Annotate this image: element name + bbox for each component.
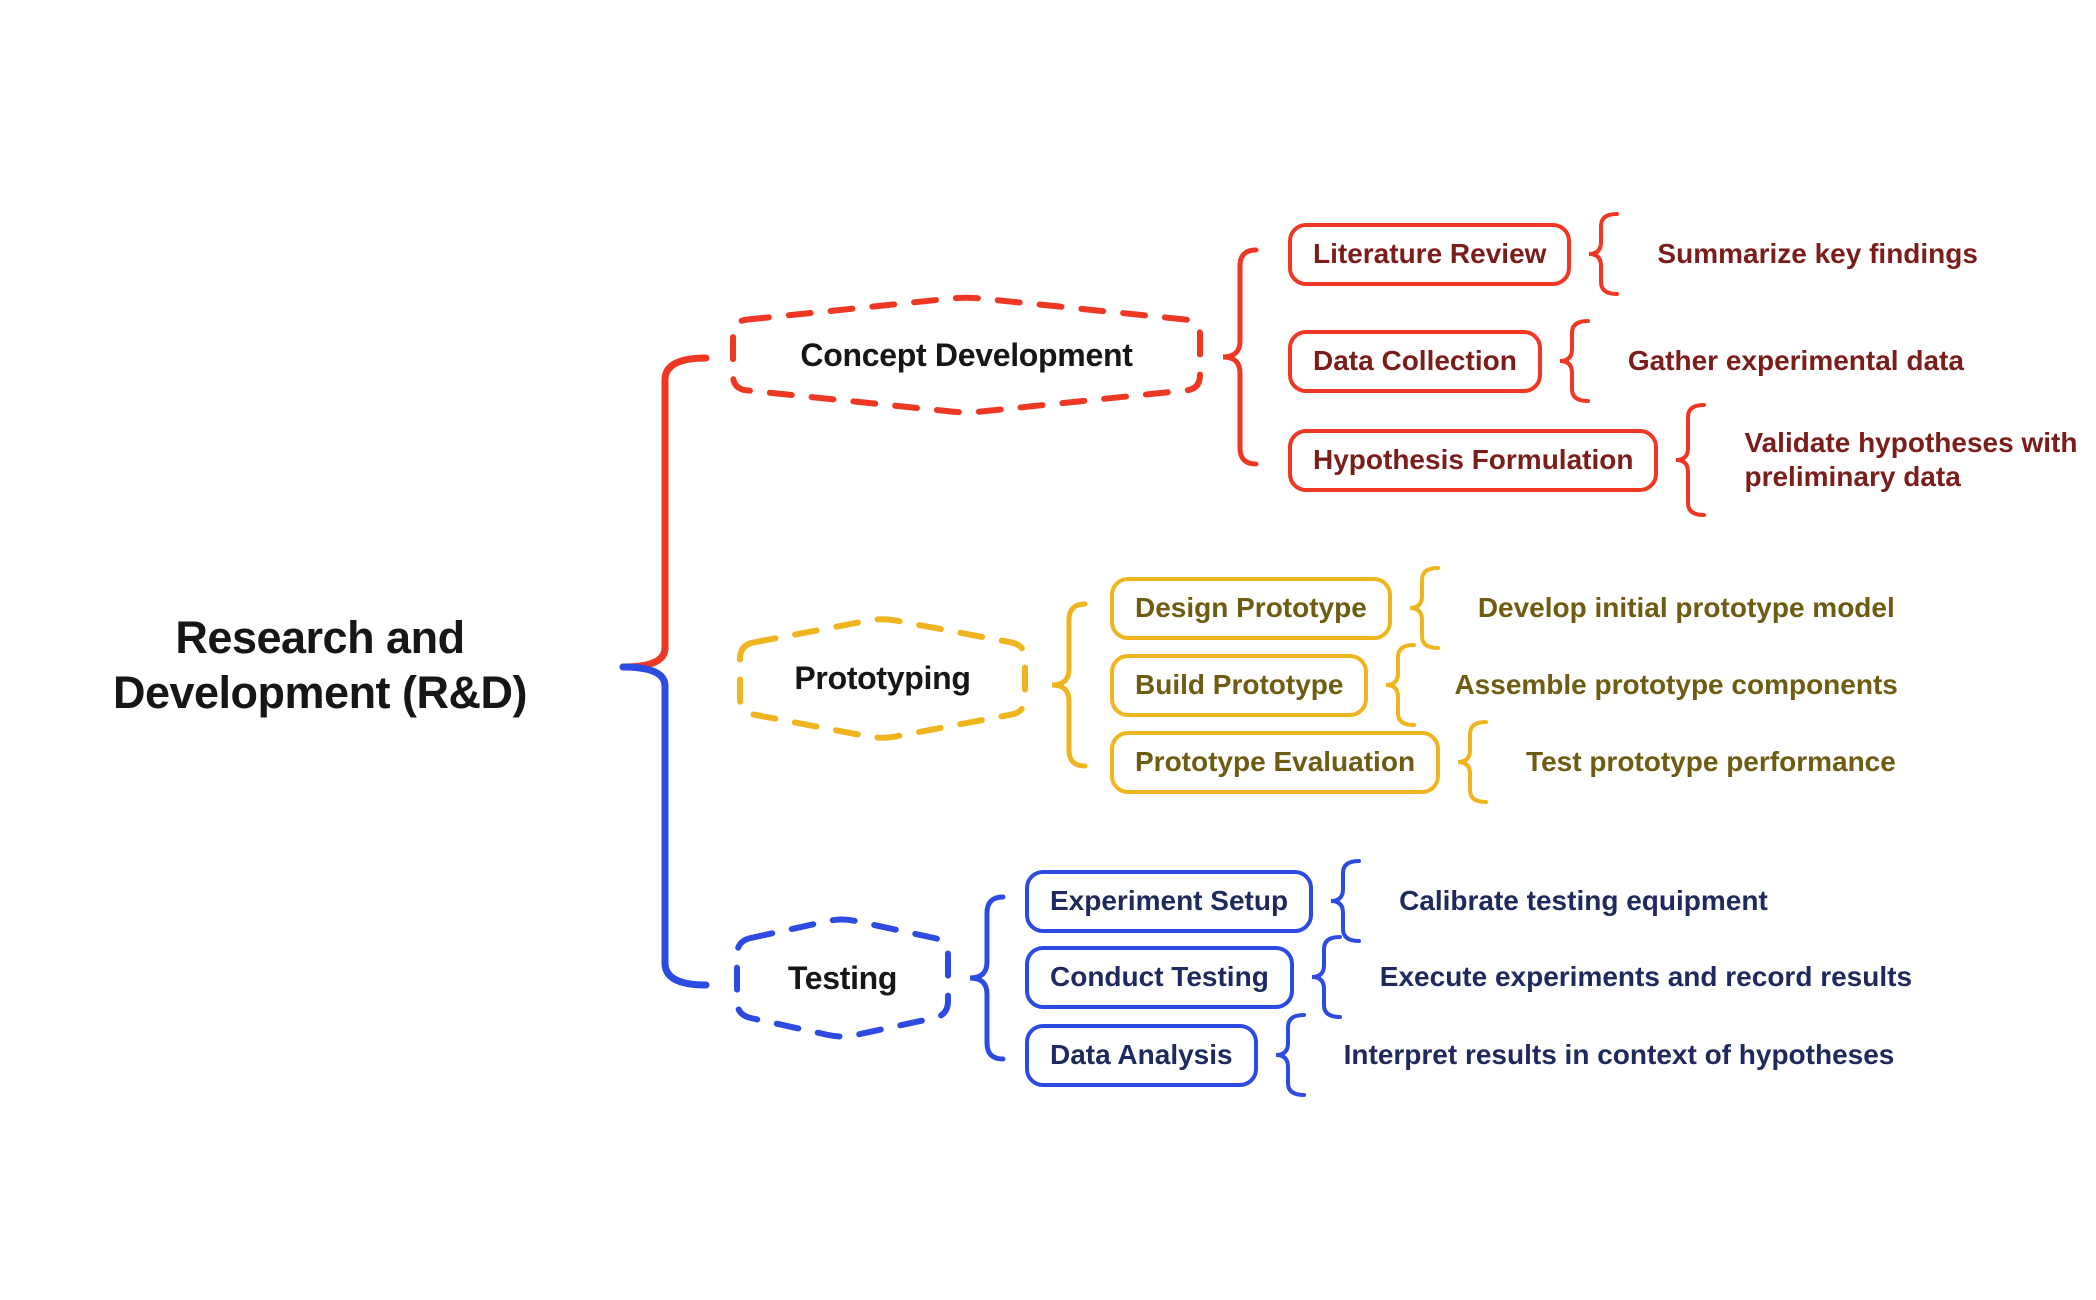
branch-brace-testing [969, 894, 1006, 1062]
branch-node-prototyping: Prototyping [794, 660, 971, 696]
child-node-hypothesis-formulation: Hypothesis Formulation [1288, 428, 1659, 492]
child-node-label: Prototype Evaluation [1135, 746, 1416, 777]
child-description: Summarize key findings [1657, 238, 1978, 269]
child-node-build-prototype: Build Prototype [1110, 653, 1369, 717]
child-node-label: Build Prototype [1135, 669, 1344, 700]
root-node: Research and Development (R&D) [112, 612, 528, 718]
child-row-design-prototype: Design Prototype Develop initial prototy… [1110, 564, 1895, 652]
brace-icon [1409, 566, 1440, 650]
child-row-data-collection: Data Collection Gather experimental data [1288, 317, 1964, 405]
brace-icon [1589, 212, 1620, 296]
child-row-literature-review: Literature Review Summarize key findings [1288, 210, 1978, 298]
child-node-label: Design Prototype [1135, 592, 1367, 623]
child-node-data-analysis: Data Analysis [1025, 1023, 1258, 1087]
child-description: Calibrate testing equipment [1399, 885, 1768, 916]
brace-icon [1275, 1013, 1306, 1097]
child-description: Interpret results in context of hypothes… [1343, 1039, 1895, 1070]
child-node-label: Experiment Setup [1050, 885, 1289, 916]
child-node-experiment-setup: Experiment Setup [1025, 869, 1314, 933]
brace-icon [1330, 859, 1362, 943]
child-description: Validate hypotheses with preliminary dat… [1744, 427, 2078, 492]
child-node-conduct-testing: Conduct Testing [1025, 945, 1294, 1009]
child-row-conduct-testing: Conduct Testing Execute experiments and … [1025, 933, 1912, 1021]
child-node-label: Conduct Testing [1050, 961, 1269, 992]
child-row-build-prototype: Build Prototype Assemble prototype compo… [1110, 641, 1898, 729]
child-node-label: Data Collection [1313, 345, 1517, 376]
child-description: Test prototype performance [1526, 746, 1896, 777]
brace-icon [1311, 935, 1342, 1019]
child-description: Assemble prototype components [1454, 669, 1898, 700]
brace-icon [1457, 720, 1489, 804]
child-node-literature-review: Literature Review [1288, 222, 1572, 286]
brace-icon [1559, 319, 1590, 403]
child-node-design-prototype: Design Prototype [1110, 576, 1392, 640]
brace-icon [1676, 403, 1707, 517]
child-node-data-collection: Data Collection [1288, 329, 1542, 393]
branch-brace-concept-development [1222, 247, 1259, 467]
branch-brace-prototyping [1051, 601, 1088, 769]
child-description: Execute experiments and record results [1379, 961, 1913, 992]
child-row-experiment-setup: Experiment Setup Calibrate testing equip… [1025, 857, 1768, 945]
child-node-label: Hypothesis Formulation [1313, 444, 1634, 475]
child-node-prototype-evaluation: Prototype Evaluation [1110, 730, 1441, 794]
child-description: Develop initial prototype model [1477, 592, 1895, 623]
child-row-hypothesis-formulation: Hypothesis Formulation Validate hypothes… [1288, 401, 2077, 519]
branch-node-testing: Testing [787, 960, 898, 996]
brace-icon [1386, 643, 1417, 727]
child-node-label: Data Analysis [1050, 1039, 1233, 1070]
child-row-prototype-evaluation: Prototype Evaluation Test prototype perf… [1110, 718, 1896, 806]
root-brace-top [619, 354, 710, 671]
child-description: Gather experimental data [1627, 345, 1964, 376]
root-brace-bottom [619, 663, 710, 989]
branch-node-concept-development: Concept Development [800, 337, 1133, 373]
child-row-data-analysis: Data Analysis Interpret results in conte… [1025, 1011, 1894, 1099]
child-node-label: Literature Review [1313, 238, 1547, 269]
